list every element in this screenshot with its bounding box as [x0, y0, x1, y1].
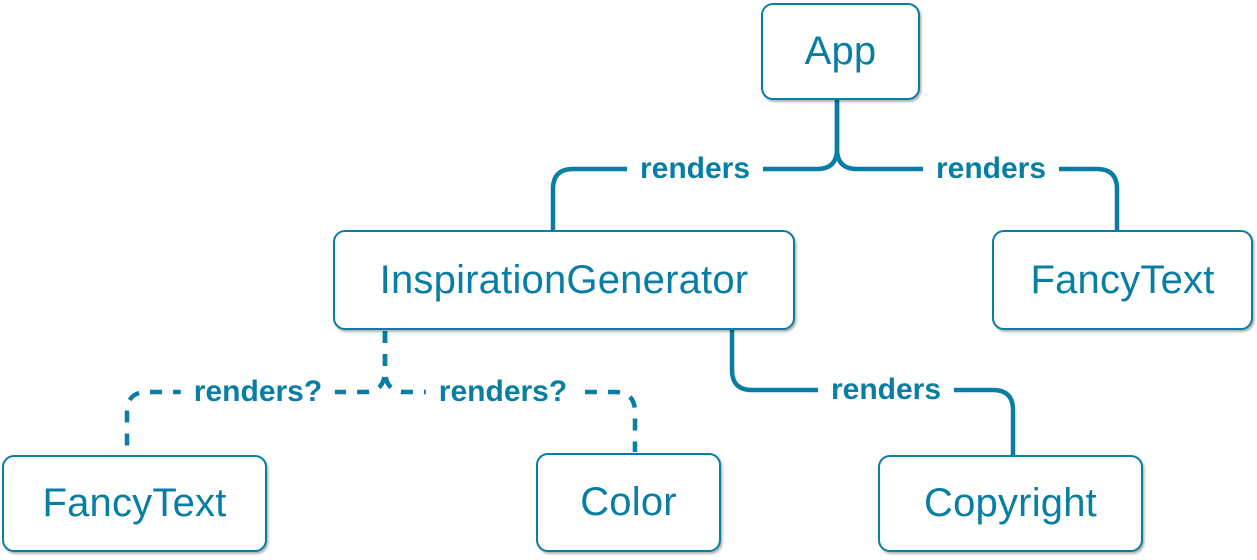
edge-label-app-inspirationgenerator: renders: [626, 152, 764, 186]
node-color: Color: [536, 453, 721, 552]
node-copyright-label: Copyright: [924, 481, 1097, 525]
edge-label-app-fancytext: renders: [922, 152, 1060, 186]
edge-label-inspirationgenerator-fancytext-optional: renders?: [180, 375, 336, 409]
node-inspiration-generator-label: InspirationGenerator: [379, 257, 749, 302]
node-color-label: Color: [580, 480, 677, 524]
node-fancy-text-top: FancyText: [992, 230, 1253, 330]
edge-inspirationgenerator-to-color-optional: [382, 331, 638, 452]
node-fancy-text-top-label: FancyText: [1030, 257, 1215, 302]
node-inspiration-generator: InspirationGenerator: [333, 230, 795, 330]
edge-label-inspirationgenerator-color-optional: renders?: [425, 375, 581, 409]
node-copyright: Copyright: [878, 455, 1143, 552]
node-fancy-text-bottom: FancyText: [2, 455, 267, 552]
node-app: App: [761, 3, 920, 100]
node-app-label: App: [804, 29, 877, 73]
node-fancy-text-bottom-label: FancyText: [42, 481, 227, 525]
edge-label-inspirationgenerator-copyright: renders: [817, 373, 955, 407]
